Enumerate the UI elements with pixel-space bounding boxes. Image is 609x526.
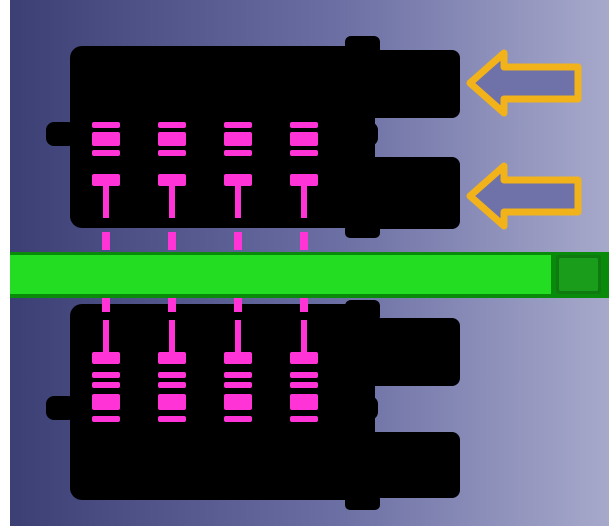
bottom-pin-block [92, 394, 120, 410]
top-pin-head [158, 174, 186, 186]
top-pin-block [224, 132, 252, 146]
top-pin-bar-1 [290, 122, 318, 128]
top-housing-right-knob [350, 122, 378, 146]
bottom-housing-left-knob [46, 396, 76, 420]
bottom-housing-foot [345, 494, 380, 510]
bottom-pin-bar-3 [224, 416, 252, 422]
top-pin-bar-1 [92, 122, 120, 128]
bottom-pin-stem [235, 320, 241, 352]
bottom-pin-3 [224, 296, 252, 422]
top-pin-stem [235, 186, 241, 218]
top-pin-head [290, 174, 318, 186]
scene-canvas [10, 0, 609, 526]
bottom-pin-block [158, 394, 186, 410]
bottom-pin-stem [103, 320, 109, 352]
bottom-pin-4 [290, 296, 318, 422]
top-pin-4 [290, 122, 318, 250]
top-pin-bar-2 [158, 150, 186, 156]
bottom-pin-stem [301, 320, 307, 352]
bottom-pin-bar-2 [290, 382, 318, 388]
bottom-pin-bar-1 [224, 372, 252, 378]
bottom-pin-tip [102, 296, 110, 312]
upper-left-arrow-icon [466, 49, 582, 117]
bar-end-highlight [559, 258, 598, 291]
game-scene [10, 0, 609, 526]
top-pin-tip [102, 232, 110, 250]
top-pin-bar-2 [224, 150, 252, 156]
bottom-pin-head [92, 352, 120, 364]
bottom-pin-head [290, 352, 318, 364]
top-pin-1 [92, 122, 120, 250]
bottom-pin-bar-3 [290, 416, 318, 422]
top-pin-3 [224, 122, 252, 250]
bottom-pin-bar-1 [158, 372, 186, 378]
bottom-pin-tip [234, 296, 242, 312]
bottom-pin-block [224, 394, 252, 410]
top-housing-lower-ledge [345, 157, 460, 229]
bottom-housing-upper-ledge [345, 318, 460, 386]
top-pin-stem [169, 186, 175, 218]
bottom-housing-cap [345, 300, 380, 322]
bottom-pin-stem [169, 320, 175, 352]
top-pin-block [290, 132, 318, 146]
top-pin-bar-2 [92, 150, 120, 156]
bottom-pin-bar-1 [290, 372, 318, 378]
arrows-group [466, 49, 582, 230]
bottom-pin-bar-3 [92, 416, 120, 422]
top-housing-foot [345, 224, 380, 238]
top-housing-upper-ledge [345, 50, 460, 118]
top-pin-stem [301, 186, 307, 218]
top-pins-group [92, 122, 318, 250]
top-pin-2 [158, 122, 186, 250]
bar-body[interactable] [10, 255, 551, 294]
bottom-pin-head [158, 352, 186, 364]
bottom-housing-right-knob [350, 396, 378, 420]
top-pin-bar-1 [158, 122, 186, 128]
sliding-bar[interactable] [10, 252, 609, 298]
bottom-pin-1 [92, 296, 120, 422]
bottom-pin-bar-3 [158, 416, 186, 422]
top-pin-bar-2 [290, 150, 318, 156]
bottom-pin-tip [168, 296, 176, 312]
bottom-pin-bar-1 [92, 372, 120, 378]
bottom-pin-bar-2 [158, 382, 186, 388]
bottom-pin-bar-2 [92, 382, 120, 388]
top-pin-stem [103, 186, 109, 218]
bottom-pin-bar-2 [224, 382, 252, 388]
top-pin-head [92, 174, 120, 186]
top-housing-left-knob [46, 122, 76, 146]
bottom-pin-block [290, 394, 318, 410]
bottom-pins-group [92, 296, 318, 422]
top-pin-block [158, 132, 186, 146]
top-pin-block [92, 132, 120, 146]
top-pin-tip [168, 232, 176, 250]
top-pin-tip [300, 232, 308, 250]
lower-left-arrow-icon [466, 162, 582, 230]
bottom-pin-2 [158, 296, 186, 422]
top-pin-tip [234, 232, 242, 250]
bottom-pin-head [224, 352, 252, 364]
bottom-pin-tip [300, 296, 308, 312]
top-pin-bar-1 [224, 122, 252, 128]
bottom-housing-lower-ledge [345, 432, 460, 498]
top-pin-head [224, 174, 252, 186]
